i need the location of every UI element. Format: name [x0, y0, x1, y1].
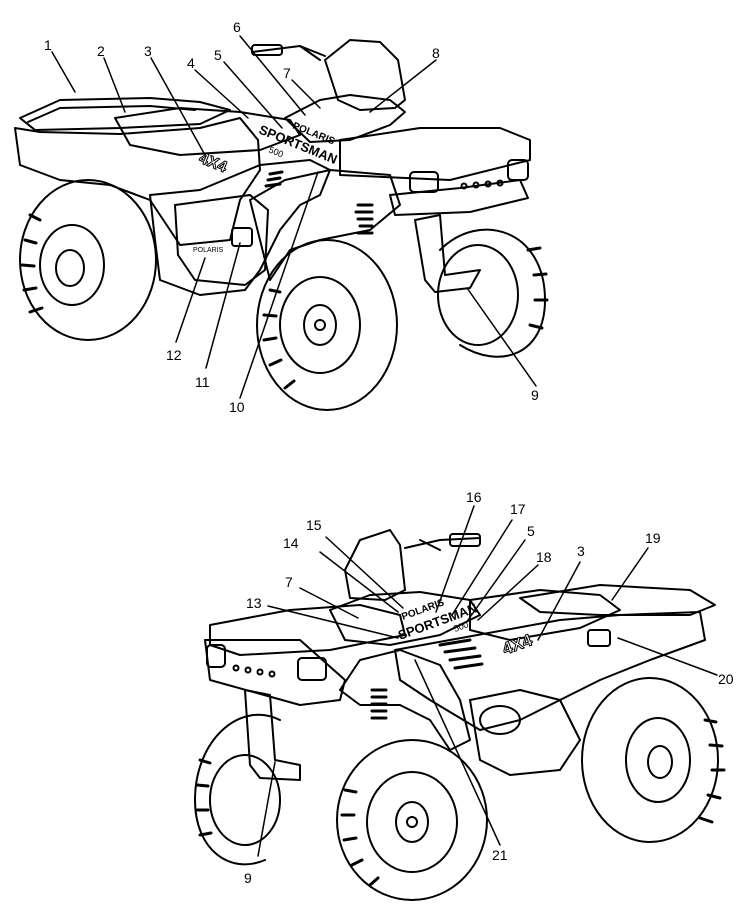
callout-8[interactable]: 8	[432, 45, 440, 61]
callout-9-b[interactable]: 9	[244, 870, 252, 886]
front-bracket	[414, 214, 481, 293]
side-decal-small	[231, 227, 253, 247]
front-face-2	[204, 639, 346, 706]
rear-left-wheel	[19, 179, 157, 341]
front-bracket-2	[244, 689, 301, 781]
front-left-wheel-2	[194, 713, 281, 866]
handlebar	[251, 45, 326, 61]
callout-17[interactable]: 17	[510, 501, 526, 517]
front-rack-2	[209, 604, 406, 656]
callout-1[interactable]: 1	[44, 37, 52, 53]
rear-decal-small	[587, 629, 611, 647]
callout-5[interactable]: 5	[214, 47, 222, 63]
callout-20[interactable]: 20	[718, 671, 734, 687]
hand-lever-2	[449, 533, 481, 547]
callout-2[interactable]: 2	[97, 43, 105, 59]
callout-12[interactable]: 12	[166, 347, 182, 363]
rear-rack-rail	[27, 105, 196, 123]
headlight-right	[507, 159, 529, 181]
callout-18[interactable]: 18	[536, 549, 552, 565]
atv-bottom-view: POLARIS SPORTSMAN 500 4X4	[194, 529, 726, 901]
decal-4x4-bottom: 4X4	[500, 630, 535, 658]
front-bumper	[389, 179, 529, 216]
callout-4[interactable]: 4	[187, 55, 195, 71]
decal-500-top: 500	[267, 145, 285, 160]
headlight-left	[409, 171, 439, 193]
callout-14[interactable]: 14	[283, 535, 299, 551]
callout-13[interactable]: 13	[246, 595, 262, 611]
front-fender	[249, 169, 401, 281]
rear-fender	[14, 117, 261, 246]
rear-rack	[19, 97, 231, 131]
seat-2	[469, 589, 621, 641]
fender-stripes	[264, 170, 374, 235]
grille-dots	[460, 179, 504, 190]
side-brand-mark: POLARIS	[193, 247, 224, 254]
callout-11[interactable]: 11	[195, 374, 210, 390]
front-fender-2	[339, 649, 471, 751]
callout-7-b[interactable]: 7	[285, 574, 293, 590]
fender-stripes-2	[370, 638, 484, 720]
callout-15[interactable]: 15	[306, 517, 322, 533]
body-side	[149, 159, 331, 296]
seat	[114, 107, 301, 156]
fuel-tank-2	[329, 591, 481, 646]
leader-lines-bottom	[257, 505, 718, 857]
decal-4x4-top: 4X4	[197, 150, 230, 176]
front-left-wheel	[256, 239, 398, 411]
callout-labels: 1 2 3 4 5 6 7 8 9 10 11 12 3 5 7 9 13 14…	[44, 19, 734, 886]
callout-10[interactable]: 10	[229, 399, 245, 415]
callout-3-b[interactable]: 3	[577, 543, 585, 559]
handlebar-2	[404, 537, 481, 551]
callout-7[interactable]: 7	[283, 65, 291, 81]
headlight-pod	[324, 39, 406, 111]
tire-treads-bottom	[195, 718, 726, 887]
callout-6[interactable]: 6	[233, 19, 241, 35]
callout-21[interactable]: 21	[492, 847, 508, 863]
engine-cylinder	[479, 705, 521, 735]
callout-3[interactable]: 3	[144, 43, 152, 59]
rear-right-wheel-2	[581, 677, 719, 843]
callout-16[interactable]: 16	[466, 489, 482, 505]
headlight-2-left	[206, 644, 226, 668]
engine-area	[469, 689, 581, 776]
grille-dots-2	[232, 664, 276, 678]
front-rack	[339, 127, 531, 181]
callout-19[interactable]: 19	[645, 530, 661, 546]
callout-5-b[interactable]: 5	[527, 523, 535, 539]
rear-rack-2	[519, 584, 716, 616]
front-right-wheel-2	[336, 739, 488, 901]
decal-500-bottom: 500	[452, 619, 470, 634]
body-side-2	[394, 611, 706, 731]
tire-treads-top	[20, 213, 549, 390]
fuel-tank	[284, 94, 406, 143]
headlight-pod-2	[344, 529, 406, 601]
headlight-2-right	[297, 657, 327, 681]
atv-top-view: POLARIS POLARIS SPORTSMAN 500 4X4	[14, 39, 549, 411]
callout-9[interactable]: 9	[531, 387, 539, 403]
leader-lines-top	[51, 35, 537, 399]
